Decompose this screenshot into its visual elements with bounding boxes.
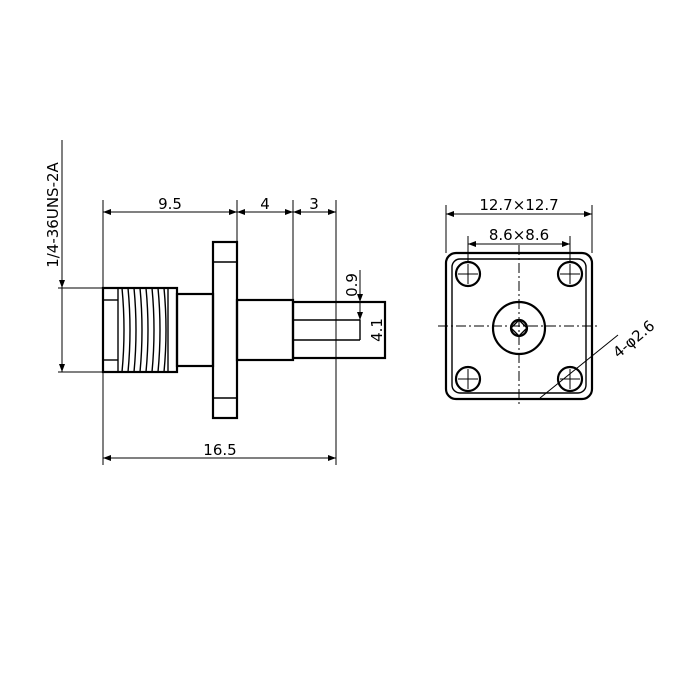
thread-spec-label: 1/4-36UNS-2A [44, 161, 62, 267]
threaded-nut [101, 286, 179, 374]
dim-label-pin-length: 3 [309, 195, 319, 213]
body-neck [175, 292, 215, 368]
dim-label-pin-height: 4.1 [368, 318, 386, 342]
hole-leader-line [539, 334, 619, 399]
dim-label-flange-length: 4 [260, 195, 270, 213]
mounting-hole [454, 365, 482, 393]
dim-label-total-length: 16.5 [203, 441, 236, 459]
dim-label-hole-spacing: 8.6×8.6 [489, 226, 549, 244]
mounting-hole [556, 365, 584, 393]
center-contact-diamond [510, 319, 528, 337]
dim-label-body-length: 9.5 [158, 195, 182, 213]
thread-lines [121, 287, 167, 373]
dielectric-circle [491, 300, 547, 356]
side-view: 9.5 4 3 16.5 1/4-36UNS-2A 0.9 4.1 [44, 140, 387, 465]
dim-label-outer-square: 12.7×12.7 [479, 196, 558, 214]
rear-body [235, 298, 295, 362]
flange [211, 240, 239, 420]
dim-label-pin-gap: 0.9 [343, 273, 361, 297]
dim-label-hole-diameter: 4-φ2.6 [609, 317, 658, 362]
front-view: 12.7×12.7 8.6×8.6 4-φ2.6 [438, 196, 658, 407]
